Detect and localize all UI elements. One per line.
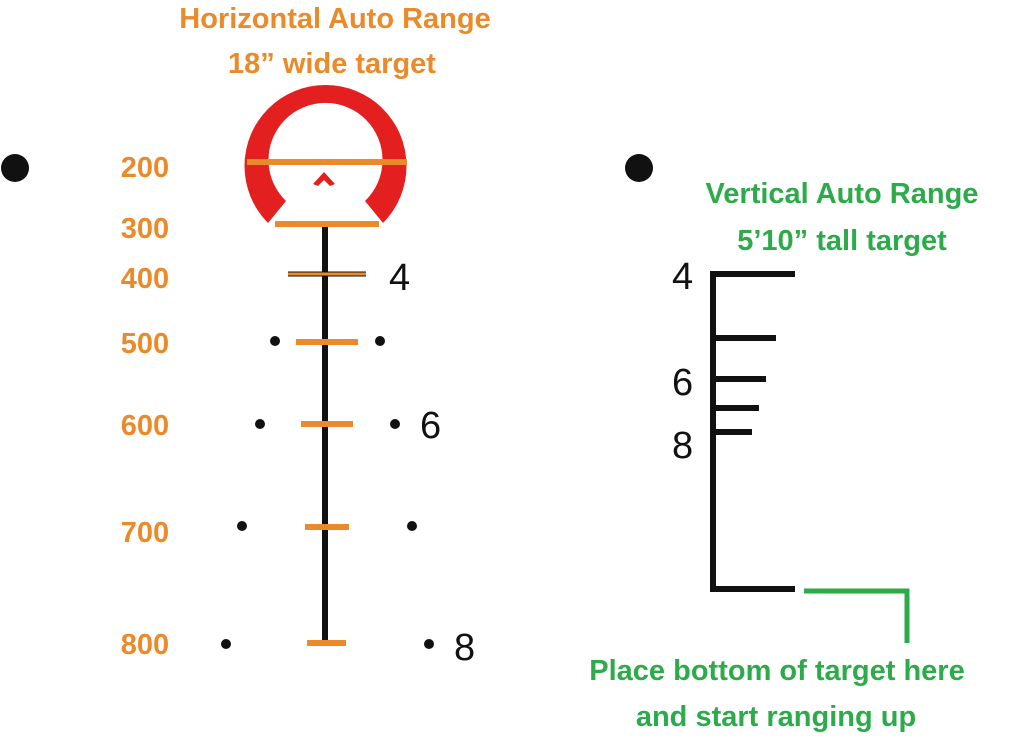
range-labels: 200 300 400 500 600 700 800 <box>121 152 169 661</box>
range-label-300: 300 <box>121 213 169 245</box>
wind-dots <box>221 336 434 649</box>
range-label-200: 200 <box>121 152 169 184</box>
vertical-range-bracket <box>710 271 795 592</box>
mag-label-4-right: 4 <box>672 256 693 298</box>
dot-700-left <box>237 521 247 531</box>
range-label-700: 700 <box>121 517 169 549</box>
dot-600-right <box>390 419 400 429</box>
instruction-line1: Place bottom of target here <box>589 655 964 687</box>
mag-label-6-right: 6 <box>672 362 693 404</box>
chevron-icon <box>313 172 335 186</box>
range-label-400: 400 <box>121 263 169 295</box>
mag-label-6-left: 6 <box>420 405 441 447</box>
range-label-600: 600 <box>121 410 169 442</box>
range-label-800: 800 <box>121 629 169 661</box>
instruction-line2: and start ranging up <box>636 701 916 733</box>
dot-500-left <box>270 336 280 346</box>
green-pointer-line <box>804 588 910 643</box>
dot-700-right <box>407 521 417 531</box>
vertical-title-line2: 5’10” tall target <box>737 225 947 257</box>
horizontal-title-line1: Horizontal Auto Range <box>179 3 490 35</box>
dot-800-left <box>221 639 231 649</box>
red-horseshoe-ring <box>244 84 407 223</box>
large-dot-left <box>1 154 29 182</box>
large-dot-right <box>625 154 653 182</box>
dot-800-right <box>424 639 434 649</box>
dot-500-right <box>375 336 385 346</box>
vertical-title-line1: Vertical Auto Range <box>706 178 979 210</box>
dot-600-left <box>255 419 265 429</box>
hash-marks <box>288 271 366 646</box>
horizontal-title-line2: 18” wide target <box>228 48 436 80</box>
mag-label-8-left: 8 <box>454 627 475 669</box>
mag-label-8-right: 8 <box>672 425 693 467</box>
mag-label-4-left: 4 <box>389 257 410 299</box>
range-label-500: 500 <box>121 328 169 360</box>
